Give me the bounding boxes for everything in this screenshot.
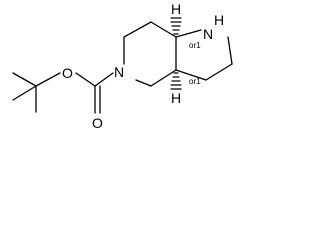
stereo-descriptor-bottom: or1: [189, 77, 201, 86]
bond-c4-to-ring-n: [135, 79, 152, 87]
hashed-wedge-bottom: [170, 72, 182, 90]
bond-c3-to-c3a: [175, 69, 207, 81]
bond-c3a-to-c4: [150, 69, 177, 87]
bridgehead-bottom-hydrogen-label: H: [171, 90, 181, 106]
ester-oxygen-label: O: [62, 65, 73, 81]
amine-hydrogen-label: H: [214, 12, 224, 28]
piperidine-ring: [123, 21, 177, 87]
bond-o-to-carbonyl-c: [75, 72, 96, 87]
amine-nitrogen-label: N: [203, 26, 213, 42]
bond-c6-to-c7: [123, 21, 152, 38]
stereo-descriptor-top: or1: [189, 41, 201, 50]
bond-c2-to-c3: [205, 63, 233, 81]
bond-quaternary-c-to-o: [35, 72, 61, 87]
ring-nitrogen-label: N: [114, 64, 124, 80]
bond-methyl-2: [12, 85, 37, 101]
bond-carbonyl-c-to-n: [94, 72, 114, 87]
tert-butyl-group: [12, 72, 61, 113]
carbamate-group: [75, 72, 114, 114]
bridgehead-top-hydrogen-label: H: [171, 1, 181, 17]
bond-c7-to-c7a: [150, 21, 177, 38]
pyrrolidine-ring: [175, 29, 233, 81]
carbonyl-oxygen-label: O: [92, 115, 103, 131]
hashed-wedge-top: [170, 17, 182, 35]
bond-c7a-to-nh: [175, 29, 202, 38]
chemical-structure-diagram: O O N N H H H or1 or1: [12, 1, 233, 131]
bond-methyl-1: [12, 72, 37, 87]
bond-nh-to-c2: [227, 36, 233, 65]
